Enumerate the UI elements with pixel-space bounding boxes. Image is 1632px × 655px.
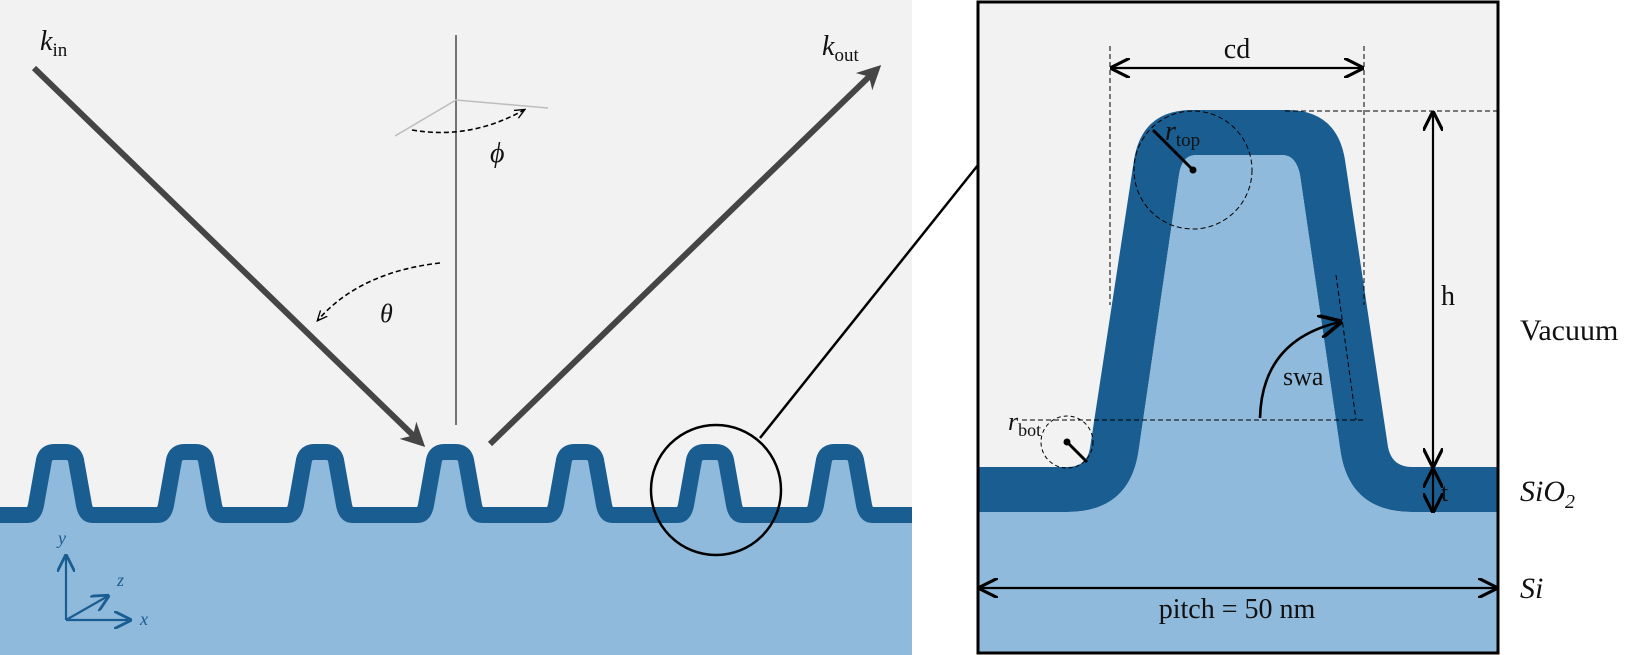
zoom-oxide-shell xyxy=(978,110,1498,512)
k-out-label: kout xyxy=(822,31,859,66)
k-in-label: kin xyxy=(40,26,68,61)
incident-beam xyxy=(31,65,426,448)
reflected-beam xyxy=(487,64,882,447)
phi-label: ϕ xyxy=(490,138,505,169)
si-label: Si xyxy=(1520,572,1543,605)
r-top-circle xyxy=(1133,110,1253,230)
theta-arc xyxy=(318,262,441,320)
vacuum-label: Vacuum xyxy=(1520,314,1618,347)
swa-arc xyxy=(1258,322,1340,419)
h-label: h xyxy=(1441,281,1455,312)
axes-triad xyxy=(66,556,130,620)
phi-arc xyxy=(411,110,524,134)
swa-sidewall-guide xyxy=(1335,274,1357,421)
zoom-circle xyxy=(649,423,783,557)
pitch-label: pitch = 50 nm xyxy=(1159,594,1316,625)
left-panel xyxy=(0,0,912,655)
r-bot-radius xyxy=(1065,440,1089,464)
zoom-substrate xyxy=(978,512,1498,653)
z-axis-arrow xyxy=(65,596,108,621)
substrate-region xyxy=(0,515,912,655)
zoom-panel xyxy=(978,2,1498,653)
r-top-radius xyxy=(1151,128,1195,172)
zoom-connector xyxy=(759,164,979,439)
r-top-label: rtop xyxy=(1165,116,1200,151)
y-axis-label: y xyxy=(56,528,66,548)
t-label: t xyxy=(1441,478,1449,507)
azimuth-plane xyxy=(394,99,549,137)
sio2-label: SiO2 xyxy=(1520,475,1575,513)
x-axis-label: x xyxy=(139,609,148,629)
zoom-silicon-core xyxy=(1067,155,1412,512)
theta-label: θ xyxy=(380,299,393,328)
r-bot-circle xyxy=(1040,415,1094,469)
cd-label: cd xyxy=(1224,34,1250,65)
zoom-frame xyxy=(976,0,1500,655)
z-axis-label: z xyxy=(116,570,124,590)
oxide-layer-left xyxy=(0,444,912,523)
r-bot-center xyxy=(1063,438,1071,446)
r-top-center xyxy=(1189,166,1197,174)
swa-label: swa xyxy=(1283,362,1324,391)
r-bot-label: rbot xyxy=(1008,407,1041,440)
